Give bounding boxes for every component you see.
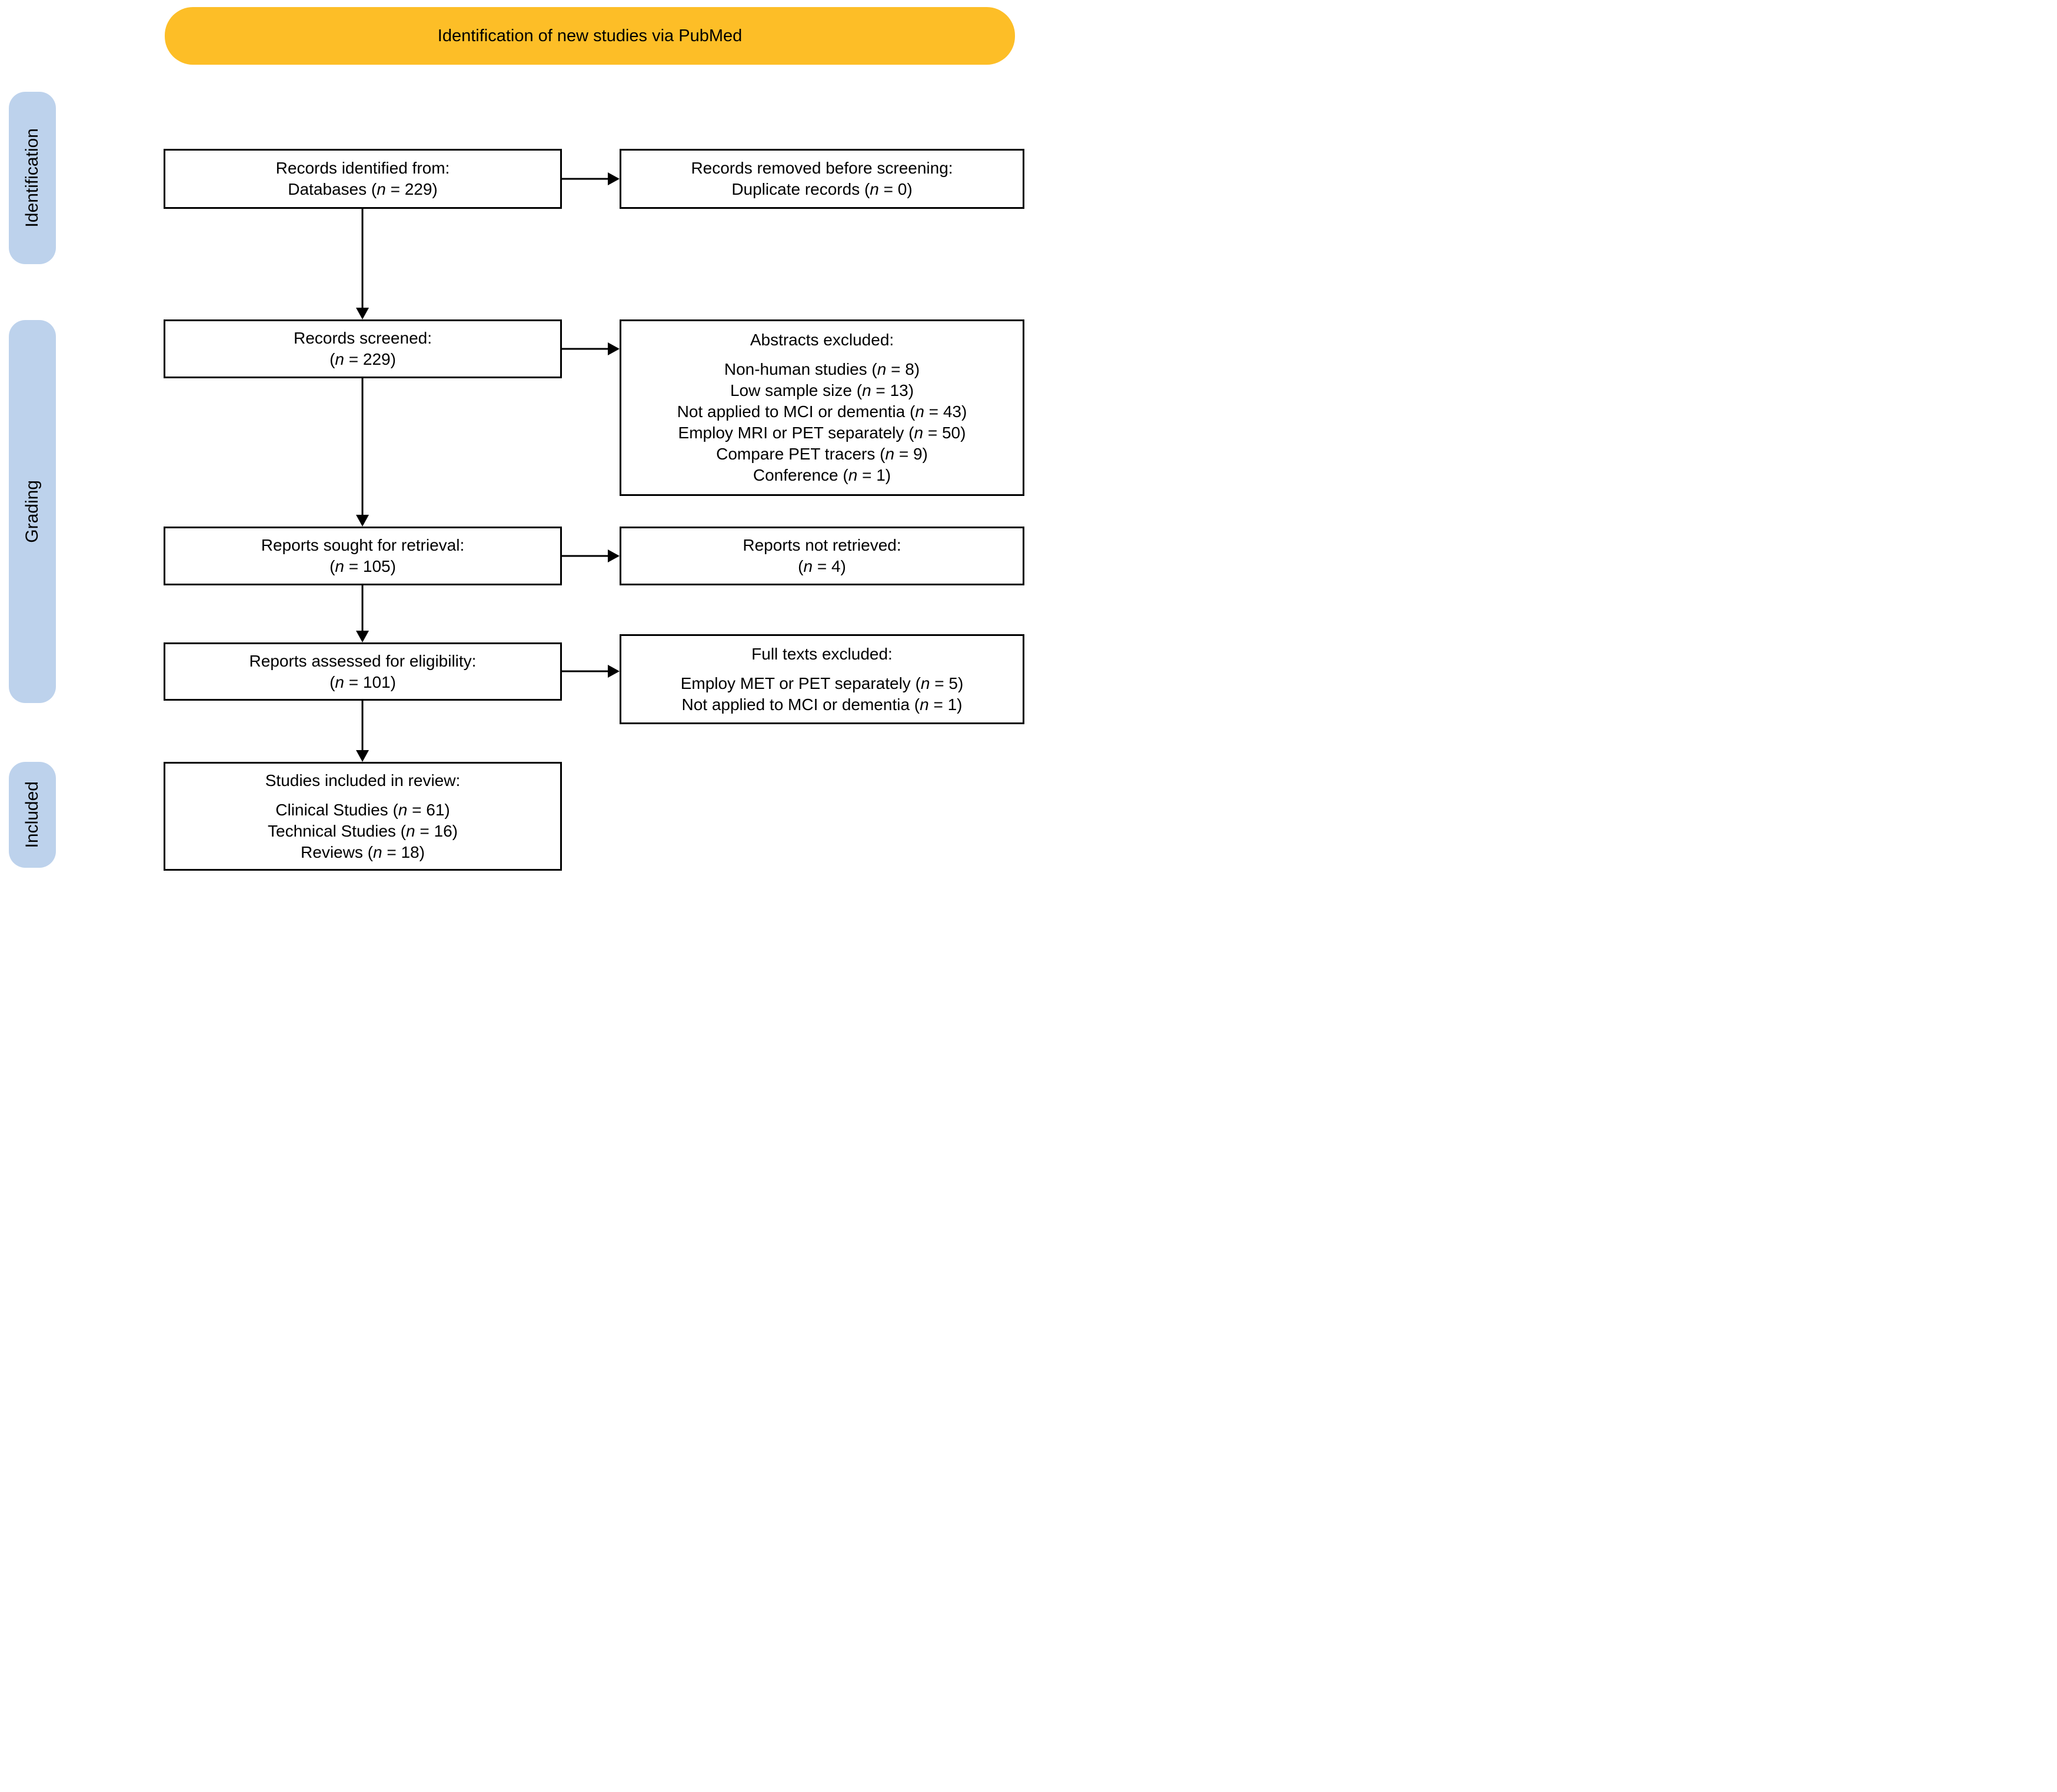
- box-line: Employ MRI or PET separately (n = 50): [678, 424, 966, 442]
- box-line: Records screened:: [293, 329, 432, 347]
- box-line: Not applied to MCI or dementia (n = 1): [681, 695, 963, 714]
- stage-label-identification: Identification: [22, 128, 42, 228]
- box-line: Reports assessed for eligibility:: [249, 651, 477, 670]
- flow-box-records-screened: Records screened: (n = 229): [164, 319, 562, 378]
- box-line: Full texts excluded:: [751, 644, 893, 663]
- stage-label-included: Included: [22, 781, 42, 848]
- flow-box-reports-not-retrieved: Reports not retrieved: (n = 4): [620, 527, 1024, 585]
- box-line: Studies included in review:: [265, 771, 461, 790]
- stage-grading: Grading: [9, 320, 56, 703]
- box-line: (n = 105): [329, 557, 396, 575]
- prisma-flow-diagram: Identification of new studies via PubMed…: [0, 0, 1028, 896]
- banner: Identification of new studies via PubMed: [165, 7, 1015, 65]
- arrow-sought-to-not-retrieved: [562, 549, 620, 562]
- box-line: Reports sought for retrieval:: [261, 536, 465, 554]
- box-line: Not applied to MCI or dementia (n = 43): [677, 402, 967, 421]
- arrow-assessed-to-included: [356, 701, 369, 762]
- box-line: (n = 4): [798, 557, 846, 575]
- box-line: Reports not retrieved:: [743, 536, 901, 554]
- arrow-screened-to-sought: [356, 378, 369, 527]
- arrow-identified-to-removed: [562, 172, 620, 185]
- box-line: Reviews (n = 18): [301, 842, 425, 861]
- box-line: Databases (n = 229): [288, 180, 438, 198]
- box-line: Abstracts excluded:: [750, 331, 894, 349]
- arrow-sought-to-assessed: [356, 585, 369, 642]
- flow-box-records-removed: Records removed before screening: Duplica…: [620, 149, 1024, 209]
- box-line: Non-human studies (n = 8): [724, 360, 920, 378]
- box-line: Conference (n = 1): [753, 466, 891, 484]
- box-line: (n = 101): [329, 672, 396, 691]
- flow-box-records-identified: Records identified from: Databases (n = 2…: [164, 149, 562, 209]
- stage-label-grading: Grading: [22, 480, 42, 543]
- box-line: Records identified from:: [275, 159, 450, 177]
- box-line: (n = 229): [329, 350, 396, 368]
- flow-box-reports-assessed: Reports assessed for eligibility: (n = 10…: [164, 642, 562, 701]
- box-line: Records removed before screening:: [691, 159, 953, 177]
- box-line: Duplicate records (n = 0): [731, 180, 913, 198]
- arrow-identified-to-screened: [356, 209, 369, 319]
- box-line: Technical Studies (n = 16): [268, 821, 458, 840]
- box-line: Low sample size (n = 13): [730, 381, 914, 399]
- box-line: Compare PET tracers (n = 9): [716, 445, 928, 463]
- flow-box-fulltexts-excluded: Full texts excluded: Employ MET or PET se…: [620, 634, 1024, 724]
- arrow-assessed-to-fulltexts-excluded: [562, 665, 620, 678]
- flow-box-abstracts-excluded: Abstracts excluded: Non-human studies (n …: [620, 319, 1024, 496]
- stage-included: Included: [9, 762, 56, 868]
- banner-label: Identification of new studies via PubMed: [437, 26, 743, 45]
- box-line: Clinical Studies (n = 61): [275, 800, 450, 819]
- box-line: Employ MET or PET separately (n = 5): [680, 674, 964, 692]
- flow-box-studies-included: Studies included in review: Clinical Stud…: [164, 762, 562, 871]
- stage-identification: Identification: [9, 92, 56, 264]
- flow-box-reports-sought: Reports sought for retrieval: (n = 105): [164, 527, 562, 585]
- arrow-screened-to-abstracts-excluded: [562, 342, 620, 355]
